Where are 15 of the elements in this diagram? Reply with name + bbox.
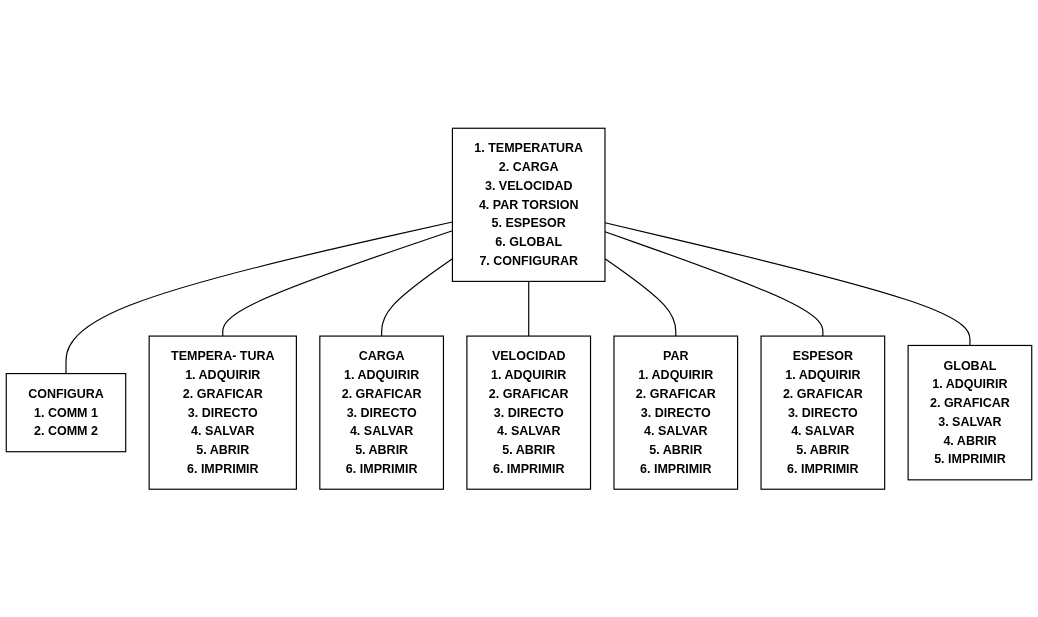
node-box: ESPESOR 1. ADQUIRIR 2. GRAFICAR 3. DIRECTO 4. SALVAR 5. ABRIR 6. IMPRIMIR bbox=[760, 335, 886, 490]
node-box: PAR 1. ADQUIRIR 2. GRAFICAR 3. DIRECTO 4. SALVAR 5. ABRIR 6. IMPRIMIR bbox=[613, 335, 739, 490]
node-box: TEMPERA- TURA 1. ADQUIRIR 2. GRAFICAR 3. DIRECTO 4. SALVAR 5. ABRIR 6. IMPRIMIR bbox=[148, 335, 297, 490]
node-box: CONFIGURA 1. COMM 1 2. COMM 2 bbox=[5, 372, 127, 453]
connector bbox=[604, 257, 677, 337]
connector bbox=[65, 221, 453, 374]
connector bbox=[604, 230, 824, 337]
connector bbox=[528, 280, 530, 337]
node-box: CARGA 1. ADQUIRIR 2. GRAFICAR 3. DIRECTO 4. SALVAR 5. ABRIR 6. IMPRIMIR bbox=[319, 335, 445, 490]
node-box: VELOCIDAD 1. ADQUIRIR 2. GRAFICAR 3. DIRECTO 4. SALVAR 5. ABRIR 6. IMPRIMIR bbox=[466, 335, 592, 490]
connector bbox=[604, 221, 971, 346]
node-box: GLOBAL 1. ADQUIRIR 2. GRAFICAR 3. SALVAR 4. ABRIR 5. IMPRIMIR bbox=[907, 344, 1033, 481]
connector bbox=[222, 229, 453, 337]
connector bbox=[381, 257, 453, 337]
node-box: 1. TEMPERATURA 2. CARGA 3. VELOCIDAD 4. PAR TORSION 5. ESPESOR 6. GLOBAL 7. CONFIGURAR bbox=[451, 127, 606, 282]
